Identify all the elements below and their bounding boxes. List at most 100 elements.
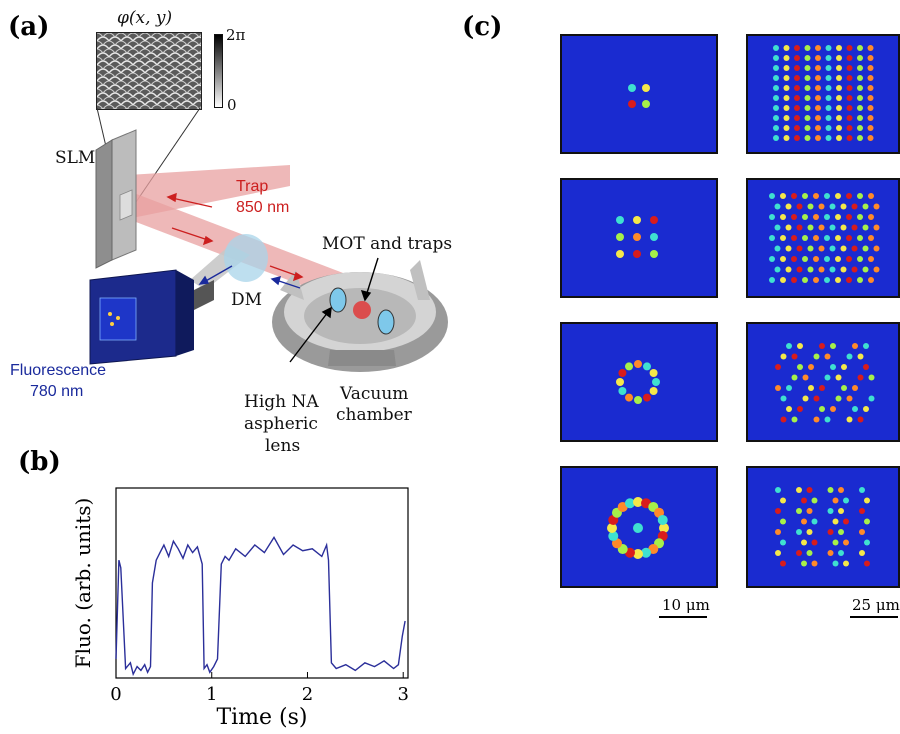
trap-spot [840,266,847,273]
trap-spot [813,214,819,220]
trap-spot [783,55,790,61]
trap-spot [825,65,832,71]
trap-spot [836,125,842,131]
trap-spot [791,416,798,423]
trap-spot [802,235,808,241]
trap-spot [873,266,880,273]
trap-spot [804,75,811,81]
trap-spot [864,539,870,546]
trap-spot [846,135,853,141]
trap-spot [773,65,779,71]
trap-spot [836,65,842,71]
trap-spot [783,85,790,91]
trap-spot [836,95,842,101]
trap-spot [633,233,641,241]
trap-spot [859,550,865,556]
trap-spot [774,203,781,210]
fluorescence-wavelength-label: 780 nm [30,383,84,400]
trap-spot [633,549,643,559]
trap-spot [785,266,792,273]
trap-spot [843,560,849,567]
trap-spot [825,105,832,111]
trap-spot [780,353,787,360]
trap-spot [791,256,797,262]
trap-spot [783,75,790,81]
trap-spot [804,125,811,131]
trap-spot [804,105,811,111]
trap-spot [825,115,832,121]
trap-spot [824,277,830,283]
trap-spot [796,245,803,252]
trap-spot [864,518,870,525]
trap-spot [857,85,863,91]
trap-spot [652,378,660,386]
trap-spot [807,266,814,273]
trap-spot [857,55,863,61]
trap-spot [796,266,803,273]
trap-spot [819,343,825,349]
trap-spot [846,125,853,131]
trap-spot [846,395,853,402]
trap-spot [857,193,863,199]
trap-spot [624,498,635,509]
colorbar-min-label: 0 [227,96,237,114]
trap-spot [780,214,786,220]
trap-spot [846,193,852,199]
chamber-label-line1: Vacuum [340,384,409,404]
trap-spot [773,115,779,121]
trap-spot [835,395,842,402]
trap-spot [773,85,779,91]
trap-spot [813,277,819,283]
trap-spot [857,125,863,131]
trap-spot [857,214,863,220]
trap-spot [618,369,627,377]
trap-spot [824,353,831,360]
trap-spot [802,193,808,199]
trap-spot [802,256,808,262]
trap-spot [859,529,865,535]
trap-spot [633,523,643,533]
trap-spot [796,508,802,514]
trap-spot [643,362,651,371]
trap-spot [815,105,821,111]
trap-spot [867,85,874,91]
trap-spot [835,214,841,220]
trap-spot [628,100,636,108]
trap-spot [794,95,800,101]
trap-spot [808,364,814,370]
trap-spot [868,193,874,199]
trap-spot [804,135,811,141]
trap-spot [846,214,852,220]
trap-spot [857,95,863,101]
trap-spot [829,266,836,273]
trap-spot [794,55,800,61]
trap-spot [824,235,830,241]
trap-spot [825,125,832,131]
trap-spot [802,395,809,402]
trap-spot [815,45,821,51]
trap-spot [813,256,819,262]
trap-spot [796,487,802,493]
trap-spot [775,364,781,370]
y-axis-label: Fluo. (arb. units) [71,498,95,669]
trap-spot [838,487,844,493]
trap-spot [786,385,792,391]
trap-spot [867,45,874,51]
trap-spot [769,214,775,220]
trap-spot [791,277,797,283]
trap-spot [785,245,792,252]
trap-spot [769,235,775,241]
trap-spot [796,550,802,556]
trap-spot [774,224,781,231]
trap-spot [783,115,790,121]
trap-spot [846,55,853,61]
trap-spot [846,277,852,283]
trap-spot [867,125,874,131]
scalebar-left [659,616,707,618]
trap-spot [857,115,863,121]
trap-spot [863,343,869,349]
trap-spot [806,487,813,493]
trap-spot [846,45,853,51]
trap-spot [796,203,803,210]
trap-spot [607,523,617,533]
